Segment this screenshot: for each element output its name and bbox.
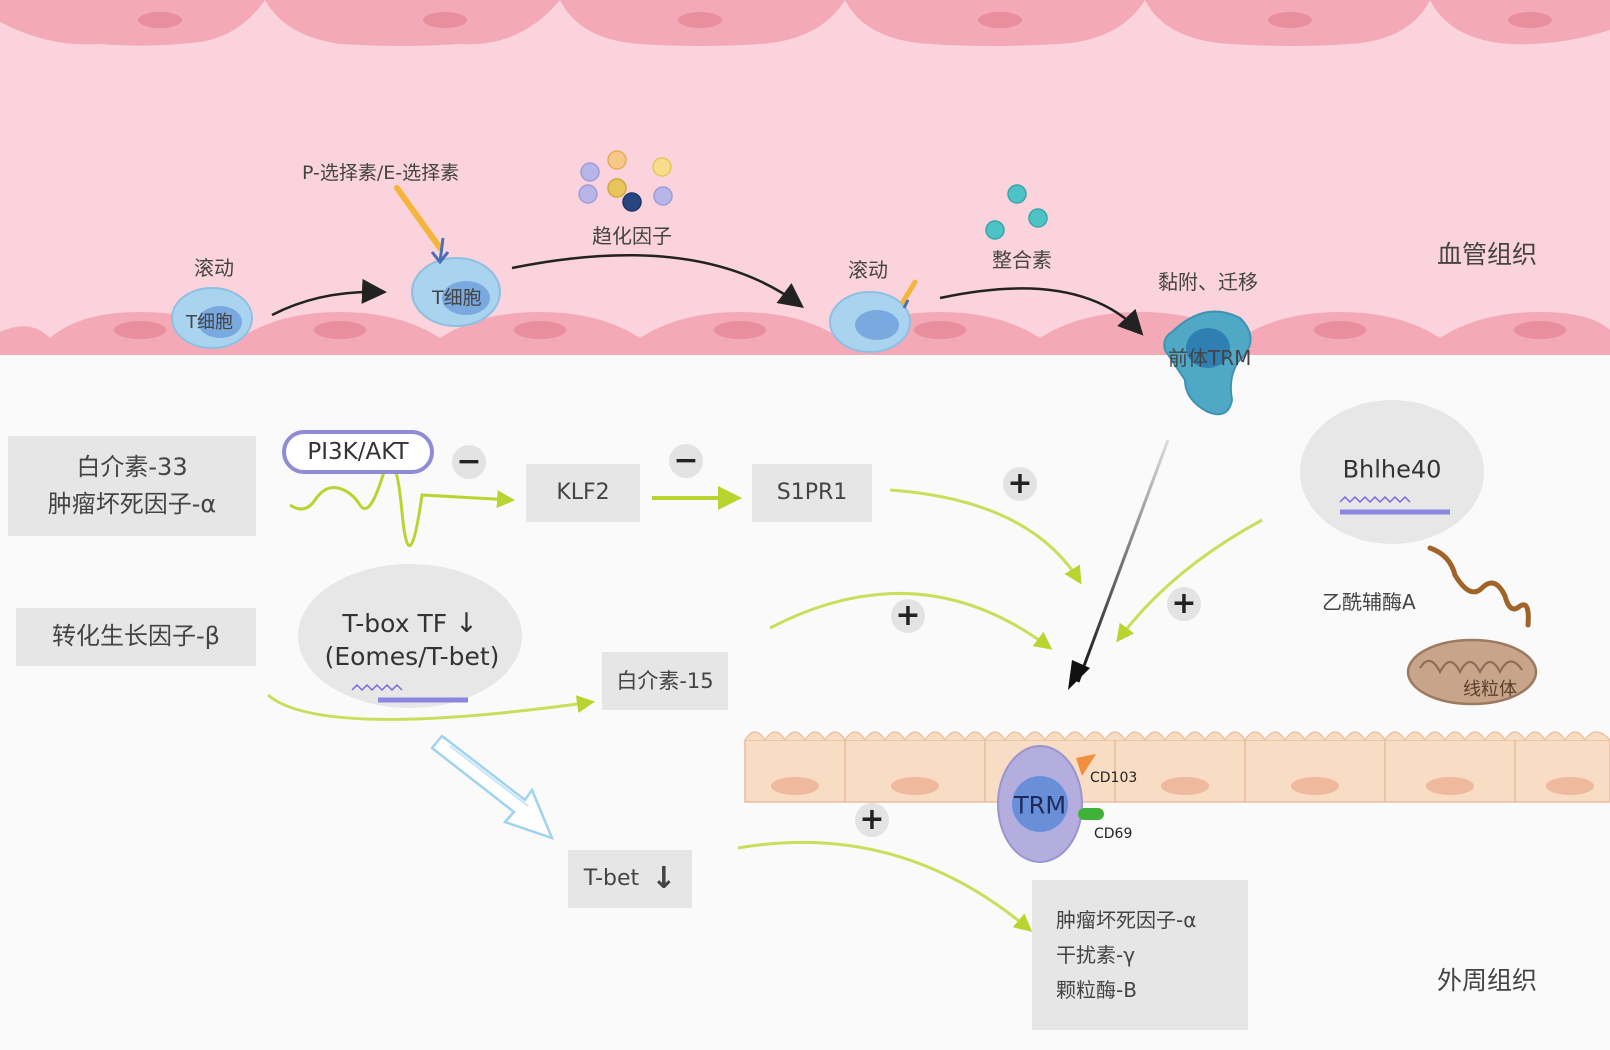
cd69-label: CD69 — [1094, 826, 1133, 842]
effector-output-box: 肿瘤坏死因子-α 干扰素-γ 颗粒酶-B — [1032, 880, 1248, 1030]
pathway-label: PI3K/AKT — [307, 439, 409, 465]
bhlhe40-bubble — [1300, 400, 1484, 544]
s1pr1-label: S1PR1 — [776, 479, 848, 505]
rolling-label-1: 滚动 — [194, 256, 234, 280]
klf2-label: KLF2 — [556, 479, 610, 505]
out-tnfa-label: 肿瘤坏死因子-α — [1056, 907, 1197, 932]
cd103-label: CD103 — [1090, 770, 1138, 786]
t-cell-selectin — [394, 185, 501, 327]
arrow-il15-trm — [769, 591, 1053, 650]
epithelium-layer — [744, 731, 1610, 803]
bhlhe40-label: Bhlhe40 — [1342, 455, 1442, 484]
bhlhe40-mrna — [1339, 495, 1411, 504]
mitochondria-icon — [1406, 638, 1538, 706]
out-ifng-label: 干扰素-γ — [1056, 942, 1136, 967]
arrow-rolling — [271, 278, 387, 317]
tbox-bubble — [298, 564, 522, 708]
plus-sign-4: + — [855, 803, 889, 837]
tbox-mrna — [351, 683, 403, 692]
plus-sign-1: + — [1003, 467, 1037, 501]
arrow-migration-into-tissue — [1076, 439, 1170, 683]
t-cell-rolling-1 — [171, 287, 253, 349]
region-label-vessel: 血管组织 — [1437, 240, 1538, 269]
il15-box: 白介素-15 — [602, 652, 728, 710]
precursor-trm-cell — [1163, 310, 1252, 416]
acetyl-coa-label: 乙酰辅酶A — [1322, 590, 1416, 614]
tbox-label: T-box TF — [342, 608, 448, 638]
selectin-label: P-选择素/E-选择素 — [302, 162, 460, 184]
pi3k-akt-pill: PI3K/AKT — [282, 430, 434, 474]
t-cell-rolling-2 — [829, 279, 918, 353]
trm-cell — [997, 745, 1104, 863]
tbet-box: T-bet ↓ — [568, 850, 692, 908]
il33-label: 白介素-33 — [76, 452, 188, 481]
trm-label: TRM — [1013, 791, 1067, 820]
down-arrow-icon: ↓ — [651, 860, 677, 896]
tgfb-box: 转化生长因子-β — [16, 608, 256, 666]
mito-label: 线粒体 — [1463, 679, 1517, 701]
arrow-migration-head — [1068, 660, 1090, 690]
pathway-squiggle-arrow — [289, 462, 515, 548]
plus-sign-2: + — [891, 599, 925, 633]
arrow-chemokine — [511, 253, 805, 308]
arrow-tgfb-il15 — [267, 693, 595, 721]
klf2-box: KLF2 — [526, 464, 640, 522]
arrow-integrin — [939, 287, 1144, 336]
minus-sign-2: − — [669, 444, 703, 478]
precursor-trm-label: 前体TRM — [1168, 346, 1252, 370]
acetyl-coa-chain — [1427, 545, 1531, 628]
integrin-dots — [985, 184, 1048, 240]
arrow-tbet-output — [737, 840, 1033, 932]
region-label-tissue: 外周组织 — [1437, 966, 1538, 995]
cd103-marker — [1076, 754, 1096, 776]
hollow-arrow-tbox-tbet — [430, 734, 555, 841]
cd69-marker — [1078, 808, 1104, 820]
adhesion-label: 黏附、迁移 — [1158, 270, 1258, 294]
integrin-label: 整合素 — [992, 248, 1052, 272]
tcell-label-2: T细胞 — [432, 287, 482, 309]
il15-label: 白介素-15 — [616, 668, 714, 693]
down-arrow-icon: ↓ — [455, 607, 478, 639]
tbox-sub-label: (Eomes/T-bet) — [324, 642, 500, 671]
tnfa-label: 肿瘤坏死因子-α — [47, 490, 217, 518]
arrow-bhlhe40-trm — [1116, 518, 1263, 643]
s1pr1-box: S1PR1 — [752, 464, 872, 522]
il33-tnfa-box: 白介素-33 肿瘤坏死因子-α — [8, 436, 256, 536]
chemokine-dots — [578, 150, 673, 212]
top-endothelium — [0, 0, 1610, 46]
tbet-label: T-bet — [583, 865, 640, 891]
rolling-label-2: 滚动 — [848, 258, 888, 282]
chemokine-label: 趋化因子 — [592, 224, 672, 248]
out-gzmb-label: 颗粒酶-B — [1056, 977, 1137, 1002]
tbox-label-row: T-box TF ↓ — [342, 608, 477, 640]
vessel-region — [0, 0, 1610, 355]
plus-sign-3: + — [1167, 587, 1201, 621]
minus-sign-1: − — [452, 445, 486, 479]
tgfb-label: 转化生长因子-β — [52, 622, 220, 651]
arrow-s1pr1-trm — [889, 488, 1082, 585]
tcell-label-1: T细胞 — [186, 312, 233, 333]
